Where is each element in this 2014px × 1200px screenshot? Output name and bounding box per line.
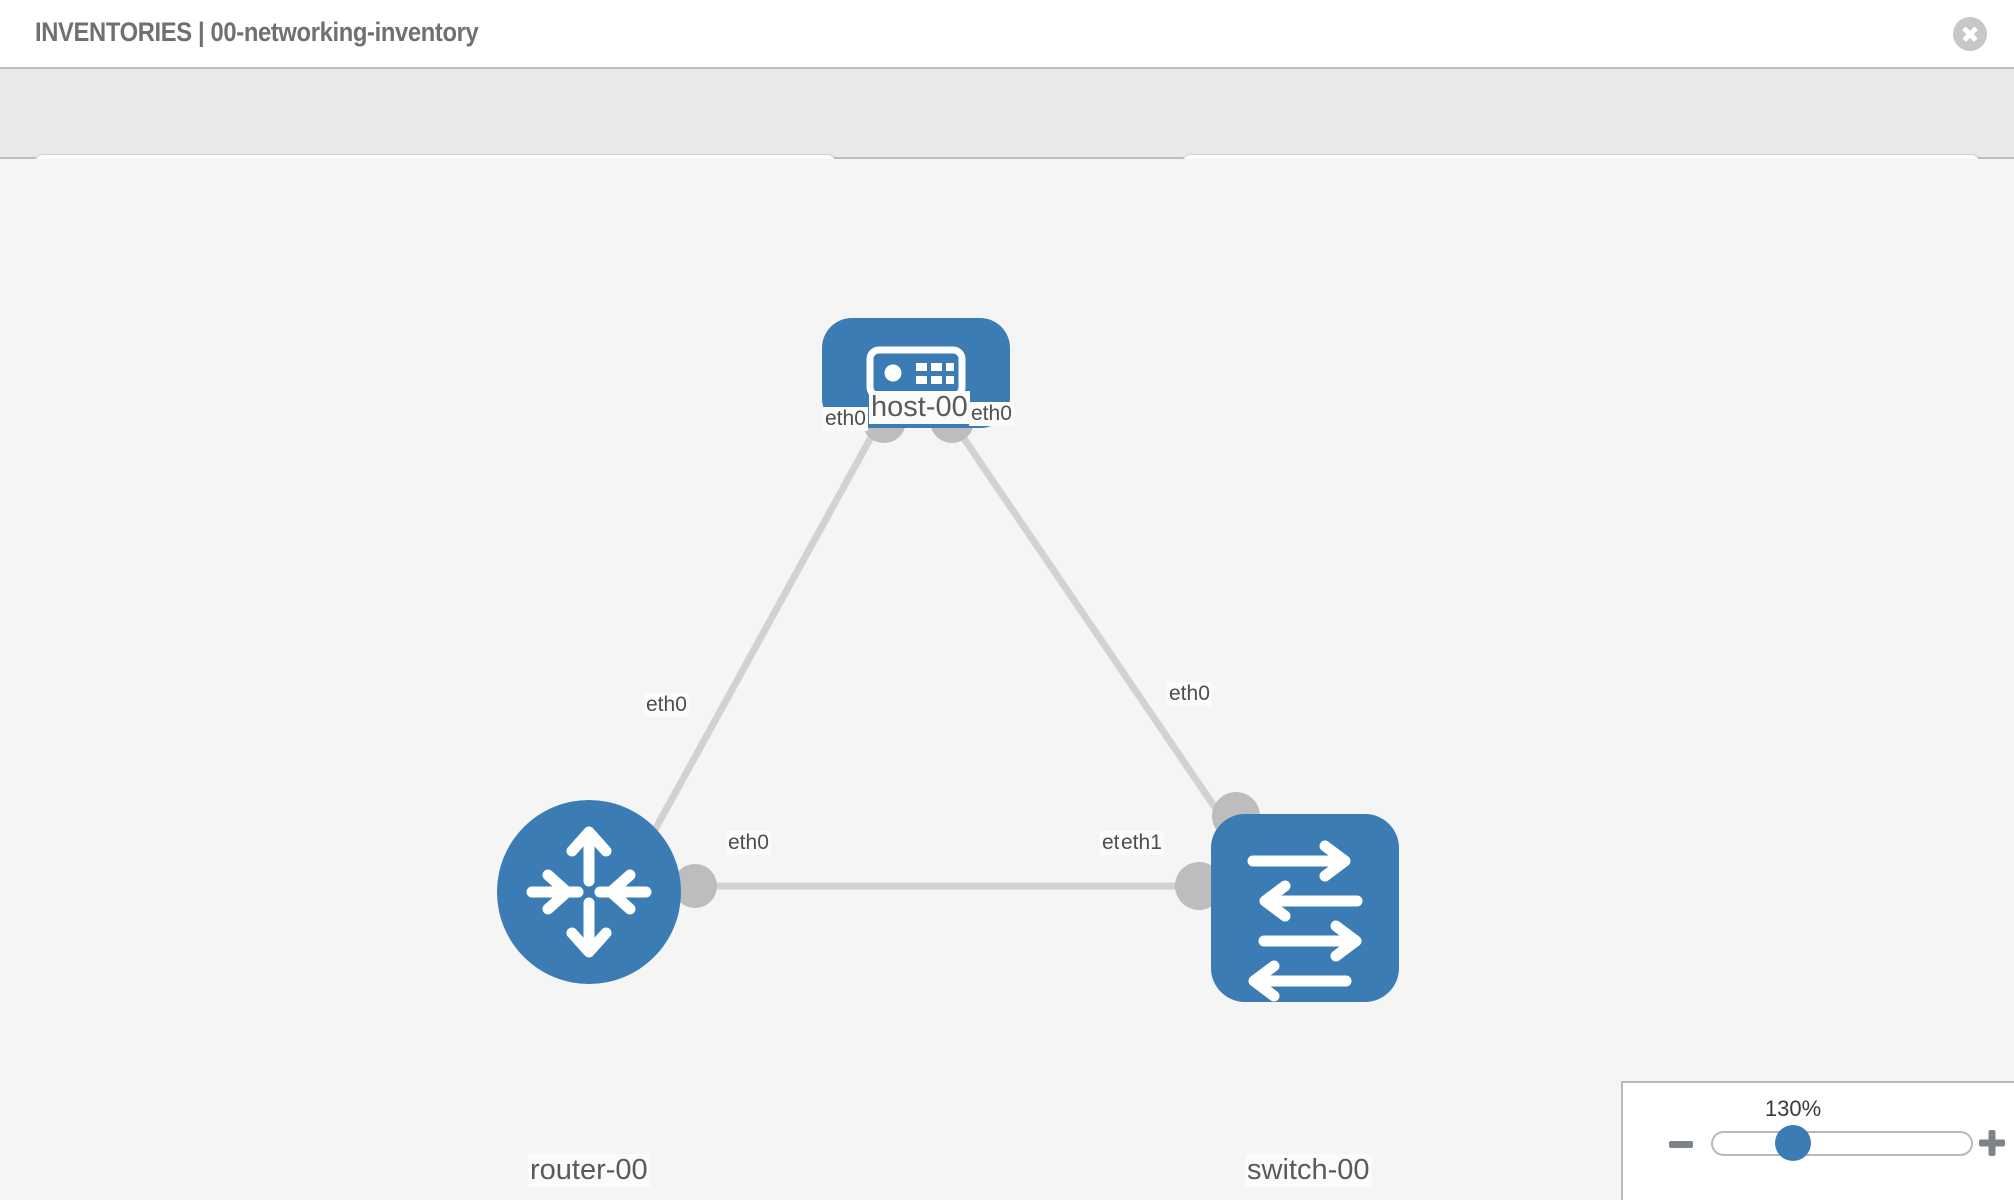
zoom-in-button[interactable] xyxy=(1978,1129,2006,1157)
node-label-host-00: host-00 xyxy=(869,391,970,424)
node-switch-00[interactable] xyxy=(1211,814,1399,1002)
node-label-router-00: router-00 xyxy=(528,1154,650,1187)
zoom-control-panel: 130% xyxy=(1621,1081,2014,1200)
page-title: INVENTORIES | 00-networking-inventory xyxy=(35,17,479,47)
zoom-level-value: 130% xyxy=(1764,1096,1822,1121)
node-label-switch-00: switch-00 xyxy=(1245,1154,1372,1187)
switch-icon xyxy=(1247,840,1363,1002)
toolbar: ACTIONS SEARCH xyxy=(0,69,2014,210)
page-header: INVENTORIES | 00-networking-inventory xyxy=(0,0,2014,69)
edge-host-router[interactable] xyxy=(626,419,884,877)
zoom-slider-track[interactable] xyxy=(1711,1131,1973,1156)
topology-canvas[interactable]: host-00 router-00 switch-00 eth0 eth0 et… xyxy=(0,159,2014,1200)
close-icon[interactable] xyxy=(1953,17,1987,51)
edge-label-router-horizontal: eth0 xyxy=(726,831,771,855)
edge-label-host-left: eth0 xyxy=(823,407,868,431)
edge-label-switch-diagonal: eth0 xyxy=(1167,682,1212,706)
edge-label-router-diagonal: eth0 xyxy=(644,693,689,717)
edge-label-switch-horizontal-b: eth1 xyxy=(1119,831,1164,855)
edge-label-host-right: eth0 xyxy=(969,402,1014,426)
router-icon xyxy=(526,826,652,958)
zoom-out-button[interactable] xyxy=(1669,1141,1693,1148)
zoom-slider-thumb[interactable] xyxy=(1775,1125,1811,1161)
connector-nub[interactable] xyxy=(673,864,717,908)
edge-host-switch[interactable] xyxy=(949,419,1253,861)
node-router-00[interactable] xyxy=(497,800,681,984)
topology-graph xyxy=(497,318,1399,1002)
